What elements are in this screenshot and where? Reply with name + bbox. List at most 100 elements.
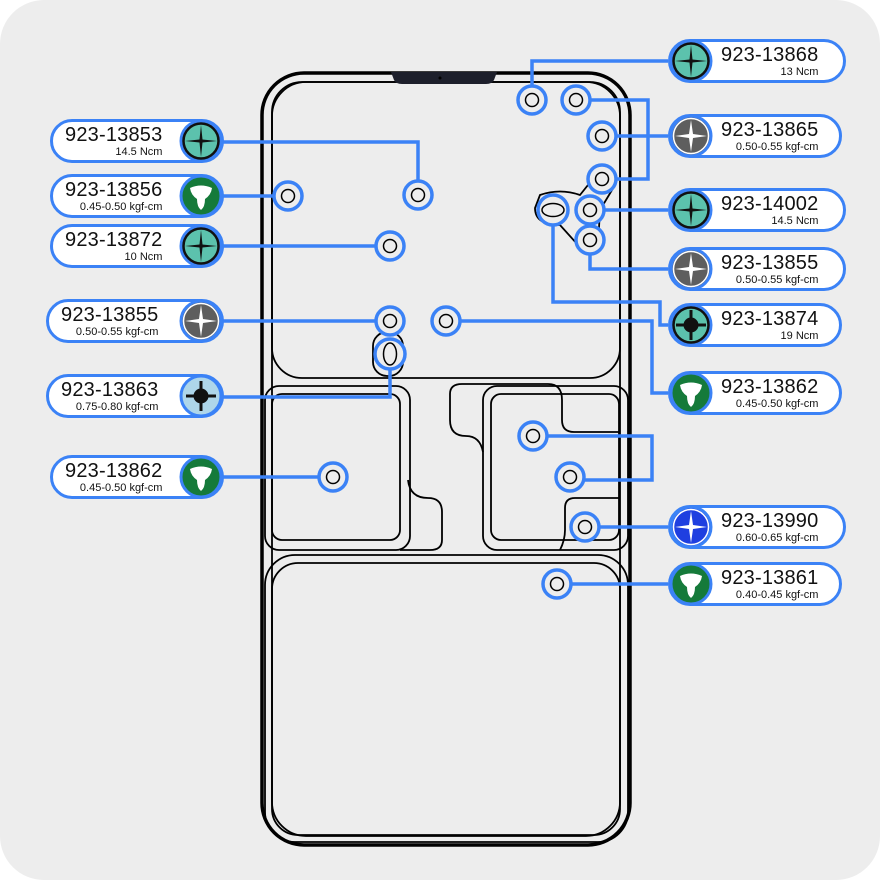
screw-hole[interactable] <box>541 568 573 600</box>
screw-hole-inner <box>582 232 598 248</box>
screw-hole[interactable] <box>430 305 462 337</box>
screw-hole[interactable] <box>374 230 406 262</box>
leader-line <box>222 355 392 399</box>
part-number: 923-13862 <box>721 375 819 398</box>
screw-hole-inner <box>410 187 426 203</box>
screw-hole[interactable] <box>516 84 548 116</box>
screw-hole[interactable] <box>560 84 592 116</box>
left-middle-inner <box>271 393 401 541</box>
screw-hole-inner <box>325 469 341 485</box>
tri-wing-green-icon <box>668 370 714 416</box>
slot-hole-inner <box>382 342 398 366</box>
slot-hole-inner <box>541 202 565 218</box>
torque-spec: 0.50-0.55 kgf-cm <box>735 140 819 153</box>
leader-line <box>530 59 668 100</box>
leader-line <box>446 319 668 395</box>
tri-wing-green-icon <box>178 454 224 500</box>
slot-hole[interactable] <box>536 193 570 227</box>
torque-spec: 14.5 Ncm <box>115 145 163 158</box>
screw-hole[interactable] <box>317 461 349 493</box>
slot-hole[interactable] <box>373 337 407 371</box>
screw-hole-inner <box>525 428 541 444</box>
phillips-blue-icon <box>668 504 714 550</box>
part-number: 923-13874 <box>721 307 819 330</box>
screw-hole-inner <box>582 202 598 218</box>
screw-hole[interactable] <box>374 305 406 337</box>
torque-spec: 0.45-0.50 kgf-cm <box>735 397 819 410</box>
screw-hole[interactable] <box>574 194 606 226</box>
phillips-teal-icon <box>178 223 224 269</box>
right-middle-tab <box>449 383 620 453</box>
screw-hole-inner <box>280 188 296 204</box>
part-number: 923-14002 <box>721 192 819 215</box>
torque-spec: 0.75-0.80 kgf-cm <box>75 400 159 413</box>
torque-spec: 0.45-0.50 kgf-cm <box>79 481 163 494</box>
torque-spec: 13 Ncm <box>780 65 819 78</box>
screw-hole[interactable] <box>272 180 304 212</box>
part-number: 923-13856 <box>65 178 163 201</box>
leader-line <box>576 98 650 181</box>
screw-hole[interactable] <box>586 163 618 195</box>
screw-hole-inner <box>594 128 610 144</box>
part-number: 923-13865 <box>721 118 819 141</box>
screw-hole-inner <box>549 576 565 592</box>
screw-hole-inner <box>382 313 398 329</box>
part-number: 923-13872 <box>65 228 163 251</box>
front-camera-dot <box>438 76 442 80</box>
earpiece-notch <box>391 72 497 84</box>
part-number: 923-13868 <box>721 43 819 66</box>
part-number: 923-13862 <box>65 459 163 482</box>
screw-hole[interactable] <box>517 420 549 452</box>
phillips-teal-icon <box>668 187 714 233</box>
left-middle-outer <box>264 385 411 551</box>
right-lower-tab <box>559 497 620 551</box>
part-number: 923-13853 <box>65 123 163 146</box>
phillips-gray-icon <box>668 246 714 292</box>
torque-spec: 0.40-0.45 kgf-cm <box>735 588 819 601</box>
screw-hole-inner <box>524 92 540 108</box>
torque-spec: 0.60-0.65 kgf-cm <box>735 531 819 544</box>
screw-hole-inner <box>568 92 584 108</box>
part-number: 923-13861 <box>721 566 819 589</box>
screw-hole-inner <box>382 238 398 254</box>
phillips-teal-icon <box>178 118 224 164</box>
tri-wing-green-icon <box>668 561 714 607</box>
right-middle-inner <box>490 393 620 541</box>
leader-line <box>533 434 654 482</box>
part-number: 923-13990 <box>721 509 819 532</box>
screw-hole[interactable] <box>554 461 586 493</box>
screw-hole[interactable] <box>574 224 606 256</box>
torque-spec: 14.5 Ncm <box>771 214 819 227</box>
standoff-lightblue-icon <box>178 373 224 419</box>
part-number: 923-13855 <box>721 251 819 274</box>
screw-hole-inner <box>438 313 454 329</box>
screw-hole[interactable] <box>402 179 434 211</box>
screw-hole[interactable] <box>569 511 601 543</box>
tri-wing-green-icon <box>178 173 224 219</box>
torque-spec: 10 Ncm <box>124 250 163 263</box>
screw-hole-inner <box>577 519 593 535</box>
screw-hole-inner <box>562 469 578 485</box>
phone-frame-inner <box>271 81 621 837</box>
phillips-gray-icon <box>668 113 714 159</box>
screw-hole[interactable] <box>586 120 618 152</box>
phone-frame-outer <box>260 71 632 847</box>
phillips-teal-icon <box>668 38 714 84</box>
screw-hole-inner <box>594 171 610 187</box>
